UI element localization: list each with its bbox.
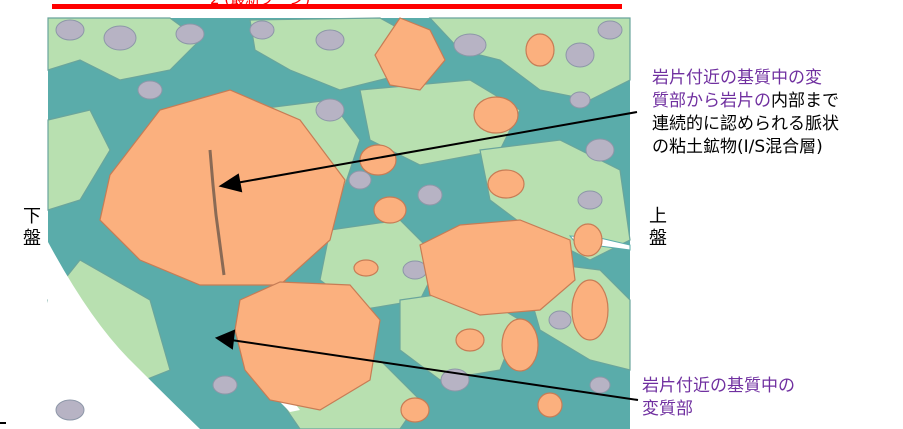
rock-fragment-bottom [234, 281, 381, 411]
arrow-lower-head [214, 329, 236, 350]
footwall-char-2: 盤 [23, 228, 41, 249]
annotation-arrows [214, 111, 639, 401]
hangingwall-char-1: 上 [649, 206, 667, 227]
title-bar [52, 4, 622, 9]
gray-grains [55, 19, 623, 421]
arrow-upper-head [218, 173, 243, 193]
arrow-upper-line [235, 111, 638, 184]
upper-annotation-line-2-purple: 質部から岩片の [652, 91, 771, 111]
hangingwall-label: 上 盤 [647, 206, 669, 250]
upper-annotation-line-2: 質部から岩片の内部まで [652, 90, 839, 113]
clay-vein [208, 149, 226, 276]
lower-annotation-line-1: 岩片付近の基質中の [642, 376, 795, 396]
arrow-lower-line [230, 339, 639, 401]
upper-annotation-line-4: の粘土鉱物(I/S混合層) [652, 137, 823, 157]
lower-annotation-line-2: 変質部 [642, 399, 693, 419]
rock-fragments [99, 17, 609, 423]
tick-mark [0, 422, 6, 424]
void-left [48, 242, 200, 429]
upper-annotation-line-2-black: 内部まで [771, 91, 839, 111]
hangingwall-char-2: 盤 [649, 228, 667, 249]
rock-fragment-large [99, 89, 346, 286]
upper-annotation-line-3: 連続的に認められる脈状 [652, 114, 839, 134]
upper-annotation-line-1: 岩片付近の基質中の変 [652, 68, 822, 88]
upper-annotation: 岩片付近の基質中の変 質部から岩片の内部まで 連続的に認められる脈状 の粘土鉱物… [652, 67, 839, 159]
footwall-char-1: 下 [23, 206, 41, 227]
lower-annotation: 岩片付近の基質中の 変質部 [642, 375, 795, 421]
footwall-label: 下 盤 [21, 206, 43, 250]
